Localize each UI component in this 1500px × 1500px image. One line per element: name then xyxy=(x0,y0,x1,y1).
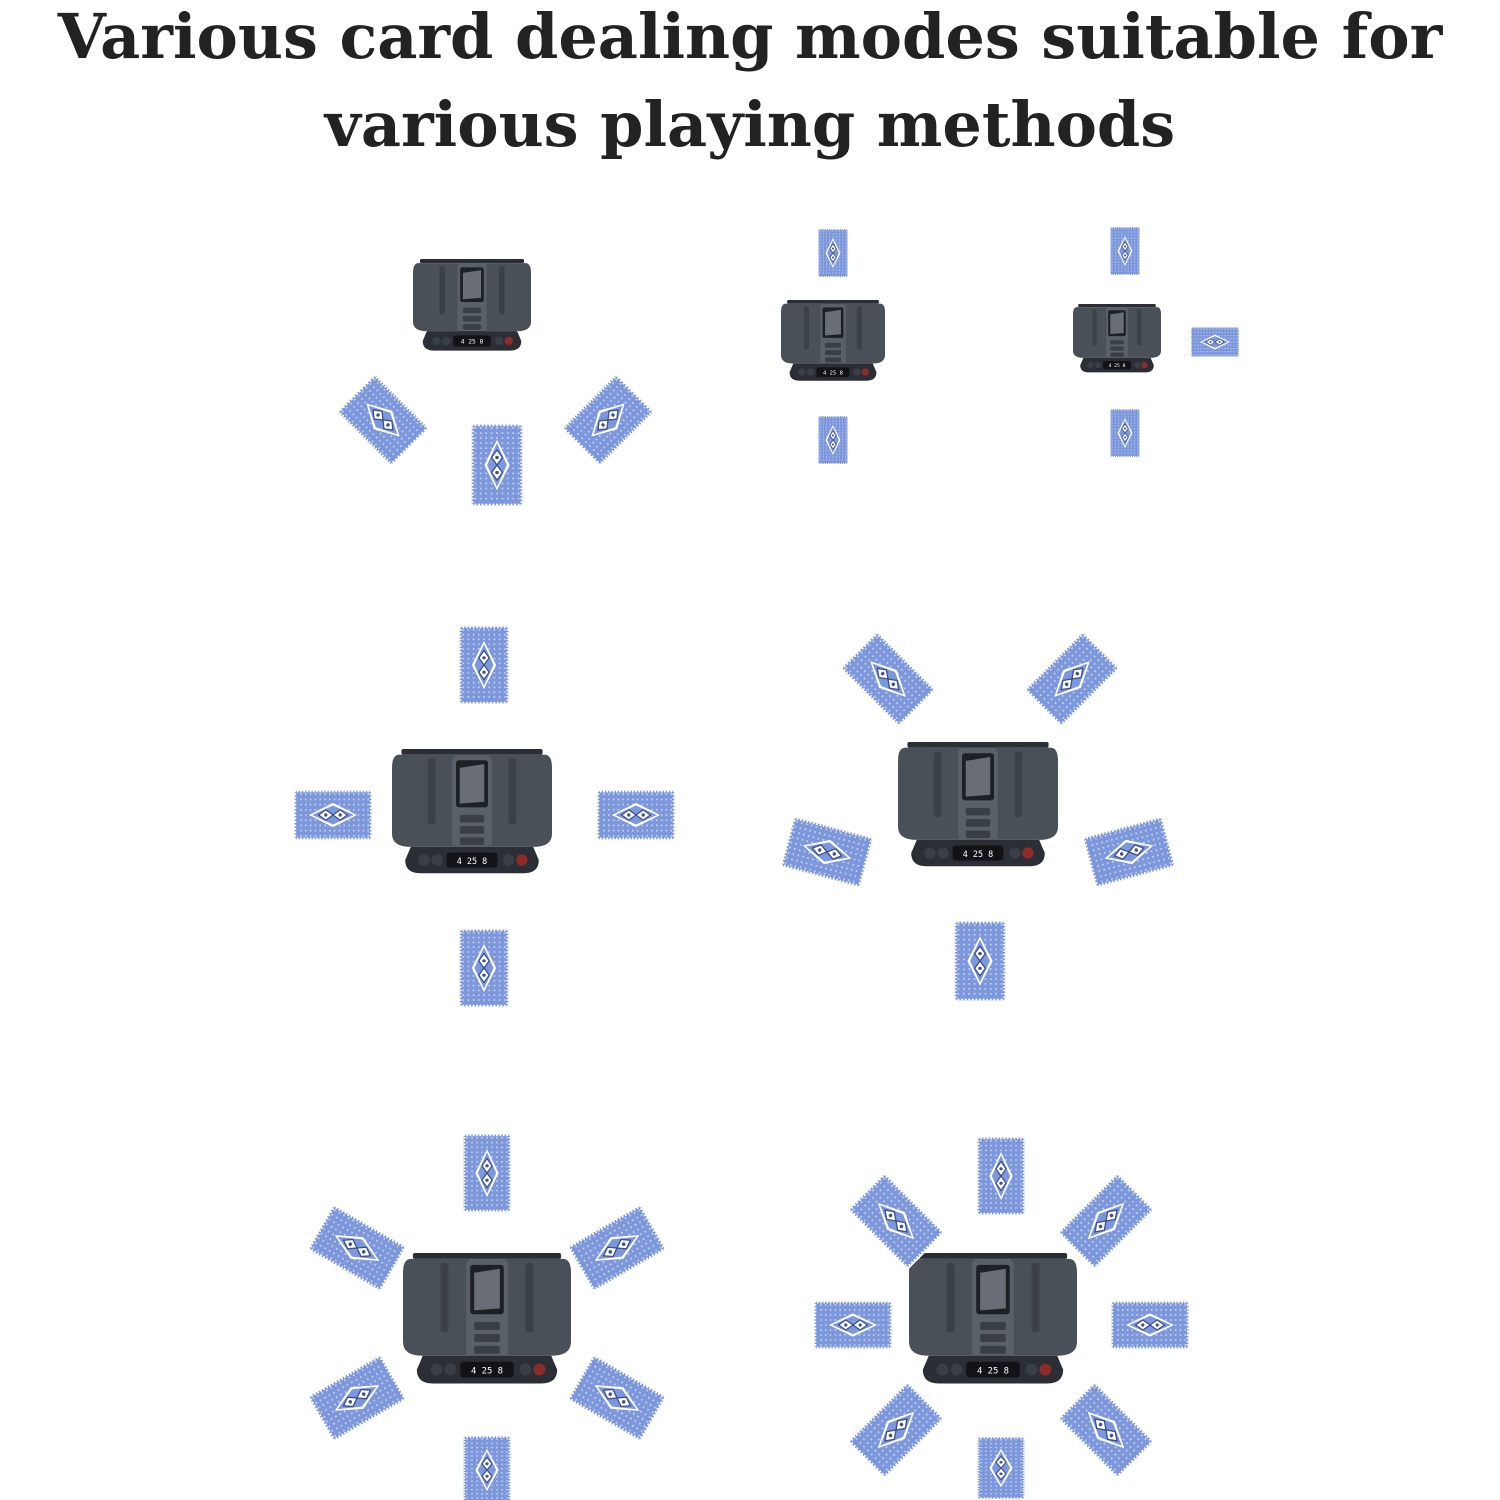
playing-card xyxy=(1023,630,1121,728)
card-dealer-device: 4 25 8 xyxy=(781,300,885,386)
playing-card xyxy=(817,228,849,278)
headline-line-2: various playing methods xyxy=(324,88,1176,161)
card-dealer-device: 4 25 8 xyxy=(392,749,552,881)
playing-card xyxy=(462,1133,512,1213)
dealer-display-readout: 4 25 8 xyxy=(457,856,488,866)
playing-card xyxy=(458,928,510,1008)
card-dealer-device: 4 25 8 xyxy=(898,742,1058,874)
playing-card xyxy=(976,1436,1026,1500)
playing-card xyxy=(846,1380,946,1480)
playing-card xyxy=(779,815,875,889)
playing-card xyxy=(458,625,510,705)
playing-card xyxy=(335,372,431,468)
dealer-display-readout: 4 25 8 xyxy=(461,339,484,346)
playing-card xyxy=(976,1136,1026,1216)
playing-card xyxy=(1190,326,1240,358)
playing-card xyxy=(462,1435,512,1500)
playing-card xyxy=(813,1300,893,1350)
playing-card xyxy=(1109,226,1141,276)
dealer-display-readout: 4 25 8 xyxy=(1109,363,1126,369)
playing-card xyxy=(306,1203,408,1293)
card-dealer-device: 4 25 8 xyxy=(1073,303,1161,376)
playing-card xyxy=(1056,1171,1156,1271)
playing-card xyxy=(1109,408,1141,458)
playing-card xyxy=(470,423,524,507)
card-dealer-device: 4 25 8 xyxy=(909,1252,1077,1391)
playing-card xyxy=(1056,1380,1156,1480)
playing-card xyxy=(817,415,849,465)
card-dealer-device: 4 25 8 xyxy=(403,1252,571,1391)
playing-card xyxy=(953,920,1007,1002)
playing-card xyxy=(846,1171,946,1271)
playing-card xyxy=(839,630,937,728)
playing-card xyxy=(560,372,656,468)
card-dealer-device: 4 25 8 xyxy=(413,259,531,356)
playing-card xyxy=(1110,1300,1190,1350)
dealer-display-readout: 4 25 8 xyxy=(977,1366,1009,1376)
dealer-display-readout: 4 25 8 xyxy=(963,849,994,859)
playing-card xyxy=(566,1203,668,1293)
dealer-display-readout: 4 25 8 xyxy=(823,371,843,377)
playing-card xyxy=(566,1353,668,1443)
playing-card xyxy=(596,789,676,841)
playing-card xyxy=(306,1353,408,1443)
playing-card xyxy=(293,789,373,841)
playing-card xyxy=(1081,815,1177,889)
dealer-display-readout: 4 25 8 xyxy=(471,1366,503,1376)
headline-line-1: Various card dealing modes suitable for xyxy=(57,0,1443,73)
